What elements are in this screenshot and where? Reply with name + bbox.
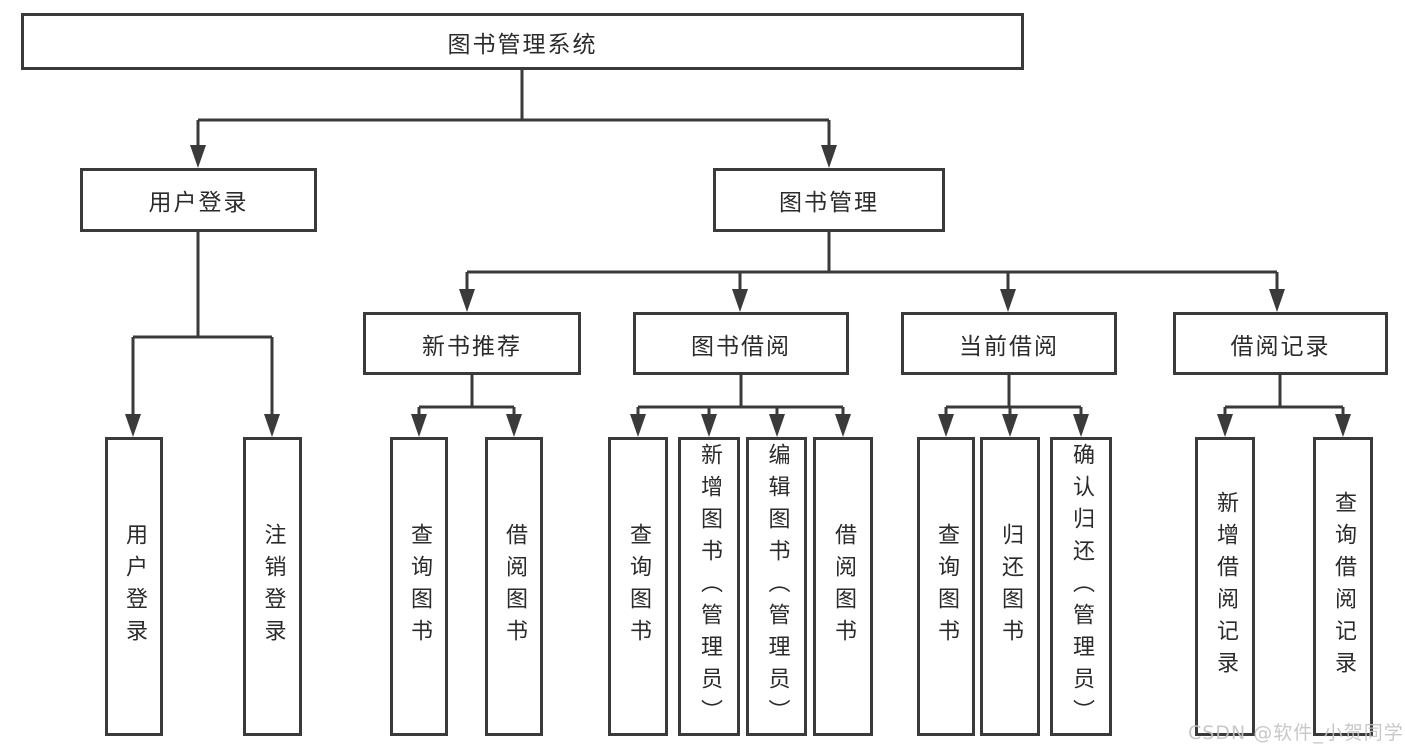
leaf-add-books-admin: 新增图书（管理员） [678,437,740,736]
connector-current-borrowing-to-leaves [944,375,1083,417]
node-current-borrowing: 当前借阅 [901,312,1117,375]
node-new-book-recommendation: 新书推荐 [363,312,581,375]
connector-new-book-recommendation-to-leaves [417,375,516,417]
leaf-query-borrowing-record: 查询借阅记录 [1313,437,1373,736]
leaf-confirm-return-admin: 确认归还（管理员） [1050,437,1112,736]
node-user-login: 用户登录 [80,168,317,232]
leaf-query-books-recommendation: 查询图书 [390,437,448,736]
node-library-management-system: 图书管理系统 [21,13,1024,70]
node-book-management: 图书管理 [713,168,945,232]
arrowheads [125,145,1351,437]
connector-book-borrowing-to-leaves [636,375,845,417]
leaf-borrow-books-borrowing: 借阅图书 [813,437,873,736]
leaf-user-login: 用户登录 [105,437,163,736]
connector-root-to-level2 [196,70,831,147]
leaf-edit-books-admin: 编辑图书（管理员） [746,437,807,736]
leaf-query-books-borrowing: 查询图书 [608,437,668,736]
node-book-borrowing: 图书借阅 [633,312,849,375]
connector-borrowing-records-to-leaves [1223,375,1345,417]
connector-book-management-to-level3 [465,232,1279,292]
leaf-return-books: 归还图书 [980,437,1040,736]
leaf-logout: 注销登录 [243,437,302,736]
leaf-query-books-current: 查询图书 [917,437,975,736]
leaf-borrow-books-recommendation: 借阅图书 [485,437,543,736]
connector-user-login-to-leaves [131,232,274,417]
leaf-add-borrowing-record: 新增借阅记录 [1195,437,1255,736]
node-borrowing-records: 借阅记录 [1173,312,1388,375]
csdn-watermark: CSDN @软件_小贺同学 [1188,722,1404,744]
